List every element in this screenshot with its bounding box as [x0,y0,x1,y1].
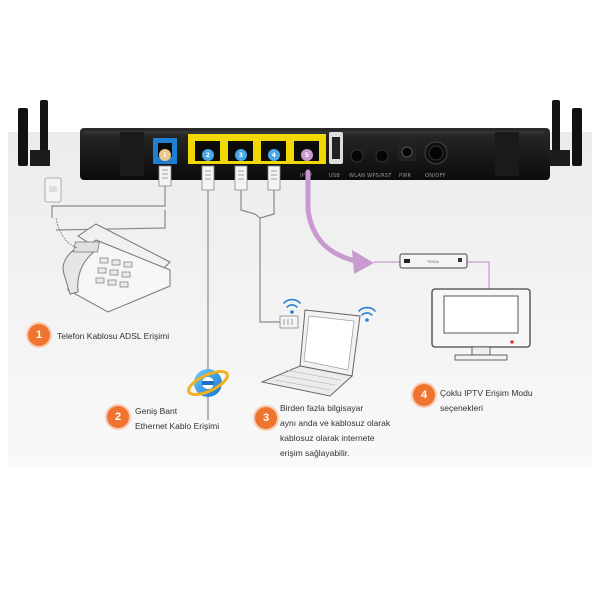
laptop-ethernet-plug-icon [279,315,299,329]
wps-rst-button [375,149,389,163]
lan-cable-4 [259,190,275,219]
port-number-5: 5 [305,152,309,159]
lan-port-2 [195,141,220,161]
stb-label: TENDA [426,260,440,264]
feature-3-line-3: kablosuz olarak internete [280,433,375,443]
feature-4-line-1: Çoklu IPTV Erişim Modu [440,388,533,398]
label-usb: USB [329,173,340,179]
iptv-arrow-head [352,250,374,274]
power-jack-icon [398,143,416,161]
internet-globe-icon [187,369,229,397]
iptv-port-5 [294,141,319,161]
wall-jack-icon [44,177,62,203]
ethernet-plug-4-icon [267,165,281,191]
port-number-4: 4 [272,152,276,159]
step-badge-4: 4 [413,384,435,406]
label-on-off: ON/OFF [425,173,446,179]
feature-2-line-2: Ethernet Kablo Erişimi [135,421,220,431]
telephone-icon [55,217,171,313]
usb-port-icon [329,132,343,164]
ethernet-plug-3-icon [234,165,248,191]
feature-caption-1: Telefon Kablosu ADSL Erişimi [57,329,169,344]
set-top-box-icon [399,253,468,269]
feature-caption-4: Çoklu IPTV Erişim Modu seçenekleri [440,386,533,416]
lan-cable-laptop [240,190,280,323]
wifi-icon [283,298,301,314]
step-badge-2: 2 [107,406,129,428]
feature-3-line-4: erişim sağlayabilir. [280,448,350,458]
label-pwr: PWR [399,173,412,179]
step-badge-1: 1 [28,324,50,346]
label-wlan-wps-rst: WLAN WPS/RST [349,173,392,179]
phone-port [153,138,177,164]
phone-plug-icon [158,165,172,187]
feature-3-line-2: aynı anda ve kablosuz olarak [280,418,391,428]
lan-port-4 [261,141,286,161]
laptop-icon [260,309,361,397]
feature-1-line-1: Telefon Kablosu ADSL Erişimi [57,331,170,341]
feature-2-line-1: Geniş Bant [135,406,178,416]
port-number-3: 3 [239,152,243,159]
power-switch-icon [424,141,448,165]
feature-4-line-2: seçenekleri [440,403,483,413]
wifi-icon-2 [358,306,376,322]
antenna-left-icon [18,100,50,166]
lan-port-3 [228,141,253,161]
port-number-2: 2 [206,152,210,159]
port-number-1: 1 [163,152,167,159]
antenna-right-icon [550,100,582,166]
feature-caption-3: Birden fazla bilgisayar aynı anda ve kab… [280,401,390,461]
step-badge-3: 3 [255,407,277,429]
feature-caption-2: Geniş Bant Ethernet Kablo Erişimi [135,404,219,434]
wlan-button [350,149,364,163]
iptv-arrow [305,169,363,265]
iptv-line-2 [467,261,490,292]
feature-3-line-1: Birden fazla bilgisayar [280,403,364,413]
tv-monitor-icon [431,288,531,361]
ethernet-plug-2-icon [201,165,215,191]
phone-cable [51,186,166,218]
